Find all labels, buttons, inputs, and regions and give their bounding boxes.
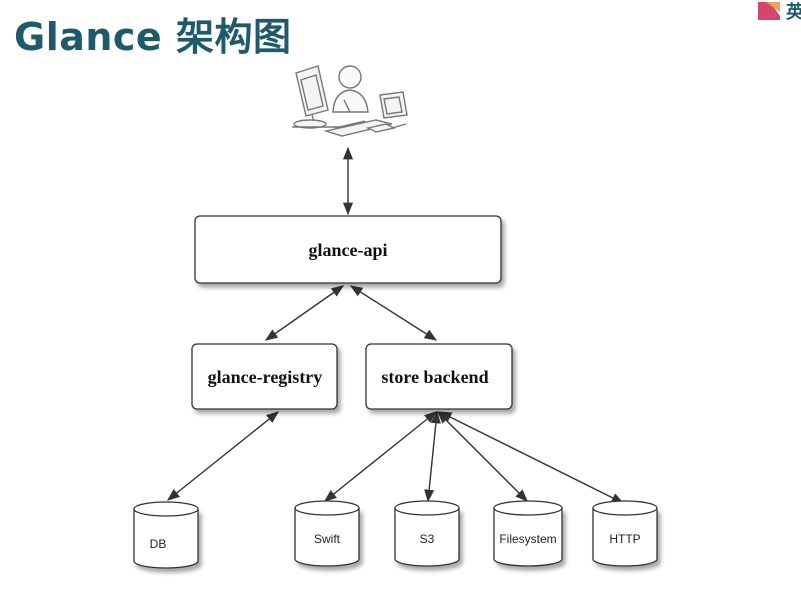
arrow-store-http — [438, 411, 625, 504]
node-store-backend: store backend — [365, 343, 513, 410]
storage-s3-label: S3 — [420, 532, 435, 546]
arrow-store-swift — [324, 411, 437, 502]
page-title: Glance 架构图 — [14, 15, 292, 59]
arrow-api-registry — [264, 285, 345, 341]
node-glance-registry-label: glance-registry — [208, 367, 323, 387]
arrow-api-store — [349, 285, 438, 341]
node-store-backend-label: store backend — [381, 367, 488, 387]
user-illustration-icon — [292, 65, 408, 137]
storage-swift-label: Swift — [314, 532, 341, 546]
arrow-registry-db — [167, 411, 279, 501]
arrow-store-s3 — [424, 410, 441, 503]
brand-text: 英 — [786, 2, 801, 23]
storage-db: DB — [133, 501, 199, 569]
brand-logo-icon — [758, 2, 780, 20]
arrow-store-filesystem — [437, 411, 528, 502]
node-glance-api-label: glance-api — [309, 240, 388, 260]
storage-http-label: HTTP — [609, 532, 640, 546]
storage-s3: S3 — [394, 500, 460, 567]
storage-filesystem-label: Filesystem — [499, 532, 556, 546]
storage-filesystem: Filesystem — [493, 500, 563, 567]
storage-swift: Swift — [294, 500, 360, 567]
node-glance-registry: glance-registry — [191, 343, 338, 410]
storage-http: HTTP — [592, 500, 658, 567]
node-glance-api: glance-api — [194, 215, 502, 284]
storage-db-label: DB — [150, 537, 167, 551]
